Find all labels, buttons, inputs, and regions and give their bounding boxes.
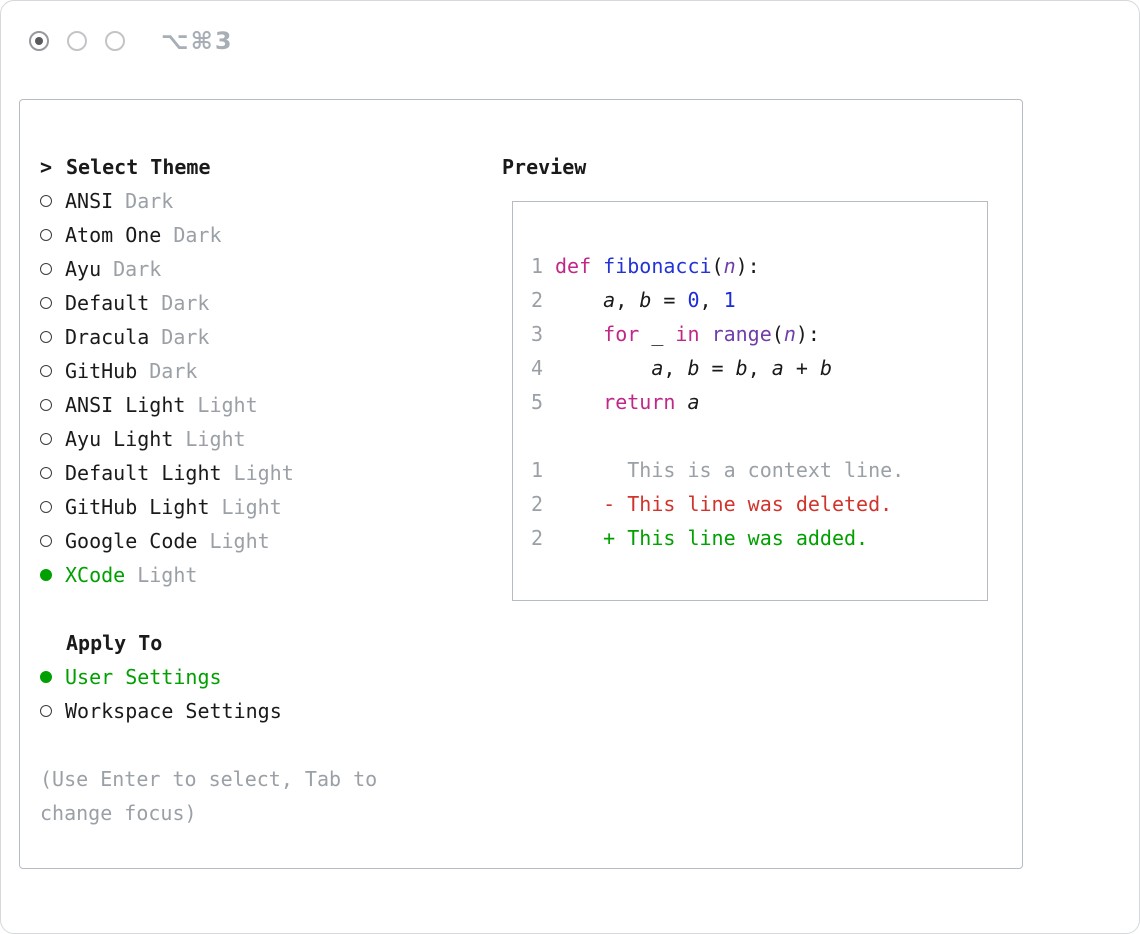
line-number: 2 bbox=[531, 492, 544, 516]
theme-variant: Dark bbox=[161, 291, 210, 315]
theme-variant: Dark bbox=[149, 359, 198, 383]
theme-option-dracula[interactable]: Dracula Dark bbox=[40, 320, 502, 354]
radio-icon bbox=[40, 433, 52, 445]
theme-option-google-code[interactable]: Google Code Light bbox=[40, 524, 502, 558]
select-theme-title: Select Theme bbox=[66, 155, 211, 179]
code-text: a, b = b, a + b bbox=[651, 356, 832, 380]
code-line: 5 return a bbox=[531, 385, 969, 419]
theme-variant: Light bbox=[209, 529, 270, 553]
code-text: a, b = 0, 1 bbox=[603, 288, 736, 312]
radio-icon bbox=[40, 501, 52, 513]
radio-icon bbox=[40, 195, 52, 207]
line-number: 1 bbox=[531, 458, 544, 482]
code-text: return a bbox=[603, 390, 700, 414]
theme-variant: Dark bbox=[125, 189, 174, 213]
theme-variant: Light bbox=[221, 495, 282, 519]
radio-icon bbox=[40, 535, 52, 547]
theme-name: Default bbox=[65, 291, 150, 315]
theme-name: Google Code bbox=[65, 529, 198, 553]
code-line: 4 a, b = b, a + b bbox=[531, 351, 969, 385]
traffic-light-close-icon[interactable] bbox=[29, 31, 49, 51]
theme-option-xcode[interactable]: XCode Light bbox=[40, 558, 502, 592]
theme-name: GitHub bbox=[65, 359, 138, 383]
select-theme-header: > Select Theme bbox=[40, 150, 502, 184]
code-text: for _ in range(n): bbox=[603, 322, 820, 346]
theme-name: ANSI Light bbox=[65, 393, 186, 417]
apply-option-user-settings[interactable]: User Settings bbox=[40, 660, 502, 694]
code-line: 1 def fibonacci(n): bbox=[531, 249, 969, 283]
theme-variant: Light bbox=[197, 393, 258, 417]
theme-variant: Dark bbox=[161, 325, 210, 349]
hint-line-2: change focus) bbox=[40, 801, 197, 825]
theme-name: ANSI bbox=[65, 189, 114, 213]
theme-option-ayu-light[interactable]: Ayu Light Light bbox=[40, 422, 502, 456]
theme-option-default-light[interactable]: Default Light Light bbox=[40, 456, 502, 490]
keyboard-shortcut-label: ⌥⌘3 bbox=[161, 27, 234, 55]
apply-option-workspace-settings[interactable]: Workspace Settings bbox=[40, 694, 502, 728]
theme-option-atom-one[interactable]: Atom One Dark bbox=[40, 218, 502, 252]
line-number: 5 bbox=[531, 390, 544, 414]
theme-variant: Dark bbox=[113, 257, 162, 281]
titlebar: ⌥⌘3 bbox=[29, 27, 234, 55]
hint-line-1: (Use Enter to select, Tab to bbox=[40, 767, 378, 791]
theme-name: Dracula bbox=[65, 325, 150, 349]
radio-icon bbox=[40, 365, 52, 377]
theme-option-ayu[interactable]: Ayu Dark bbox=[40, 252, 502, 286]
code-text: - This line was deleted. bbox=[603, 492, 893, 516]
radio-icon bbox=[40, 705, 52, 717]
theme-name: Default Light bbox=[65, 461, 222, 485]
apply-option-label: Workspace Settings bbox=[65, 699, 282, 723]
theme-option-default[interactable]: Default Dark bbox=[40, 286, 502, 320]
theme-variant: Light bbox=[185, 427, 246, 451]
code-line: 2 a, b = 0, 1 bbox=[531, 283, 969, 317]
radio-icon bbox=[40, 467, 52, 479]
code-line: 1 This is a context line. bbox=[531, 453, 969, 487]
line-number: 1 bbox=[531, 254, 544, 278]
hint-text: (Use Enter to select, Tab to change focu… bbox=[40, 762, 502, 830]
radio-icon bbox=[40, 297, 52, 309]
theme-option-ansi-light[interactable]: ANSI Light Light bbox=[40, 388, 502, 422]
theme-option-github[interactable]: GitHub Dark bbox=[40, 354, 502, 388]
code-text: + This line was added. bbox=[603, 526, 869, 550]
theme-name: Ayu bbox=[65, 257, 102, 281]
radio-icon bbox=[40, 671, 52, 683]
code-line: 3 for _ in range(n): bbox=[531, 317, 969, 351]
line-number: 2 bbox=[531, 526, 544, 550]
theme-name: GitHub Light bbox=[65, 495, 210, 519]
code-line: 2 + This line was added. bbox=[531, 521, 969, 555]
radio-icon bbox=[40, 263, 52, 275]
line-number: 2 bbox=[531, 288, 544, 312]
theme-name: Ayu Light bbox=[65, 427, 174, 451]
apply-option-label: User Settings bbox=[65, 665, 222, 689]
radio-icon bbox=[40, 569, 52, 581]
code-blank-line bbox=[531, 419, 969, 453]
code-line: 2 - This line was deleted. bbox=[531, 487, 969, 521]
radio-icon bbox=[40, 229, 52, 241]
theme-option-ansi[interactable]: ANSI Dark bbox=[40, 184, 502, 218]
radio-icon bbox=[40, 331, 52, 343]
line-number: 3 bbox=[531, 322, 544, 346]
traffic-light-dot bbox=[35, 37, 43, 45]
preview-title: Preview bbox=[502, 155, 587, 179]
code-text: This is a context line. bbox=[627, 458, 905, 482]
theme-variant: Dark bbox=[173, 223, 222, 247]
code-text: def fibonacci(n): bbox=[555, 254, 760, 278]
traffic-light-zoom-icon[interactable] bbox=[105, 31, 125, 51]
radio-icon bbox=[40, 399, 52, 411]
prompt-caret: > bbox=[40, 155, 53, 179]
line-number: 4 bbox=[531, 356, 544, 380]
traffic-light-minimize-icon[interactable] bbox=[67, 31, 87, 51]
theme-variant: Light bbox=[137, 563, 198, 587]
theme-variant: Light bbox=[233, 461, 294, 485]
theme-name: Atom One bbox=[65, 223, 162, 247]
theme-option-github-light[interactable]: GitHub Light Light bbox=[40, 490, 502, 524]
theme-name: XCode bbox=[65, 563, 126, 587]
apply-to-title: Apply To bbox=[66, 631, 163, 655]
